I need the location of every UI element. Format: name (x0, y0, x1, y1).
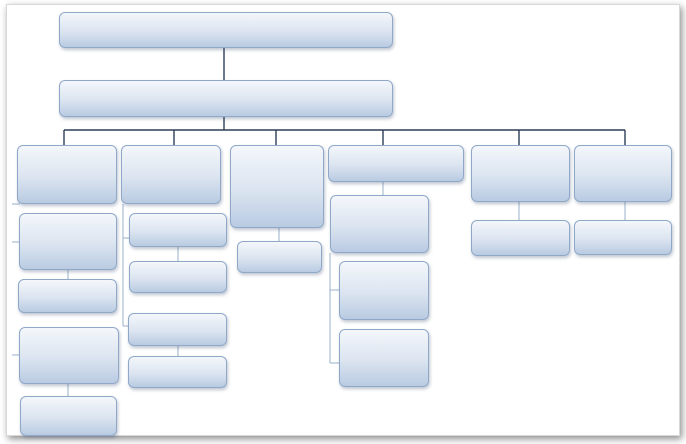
org-node-col2-item4 (128, 356, 227, 388)
org-node-col3-child (237, 241, 322, 273)
org-node-col4-sub-child1 (339, 261, 429, 320)
org-node-col6-head (574, 145, 672, 202)
org-node-col1-sub2 (19, 327, 119, 384)
org-node-col5-child (471, 220, 570, 256)
org-node-col2-head (121, 145, 221, 204)
org-node-col1-head (17, 145, 117, 204)
org-node-col1-sub1 (19, 213, 117, 270)
org-node-top (59, 12, 393, 48)
org-node-col2-item1 (129, 213, 227, 247)
org-node-col2-item3 (128, 313, 227, 346)
org-node-col4-sub-child2 (339, 329, 429, 387)
org-node-col5-head (471, 145, 570, 202)
org-node-col4-head (328, 145, 464, 182)
org-node-col1-sub1-child (18, 279, 117, 313)
org-node-second (59, 80, 393, 117)
org-node-col4-sub (330, 195, 429, 253)
org-node-col1-sub2-child (20, 396, 117, 436)
org-node-col6-child (574, 220, 672, 255)
org-node-col2-item2 (129, 261, 227, 293)
org-node-col3-head (230, 145, 324, 228)
